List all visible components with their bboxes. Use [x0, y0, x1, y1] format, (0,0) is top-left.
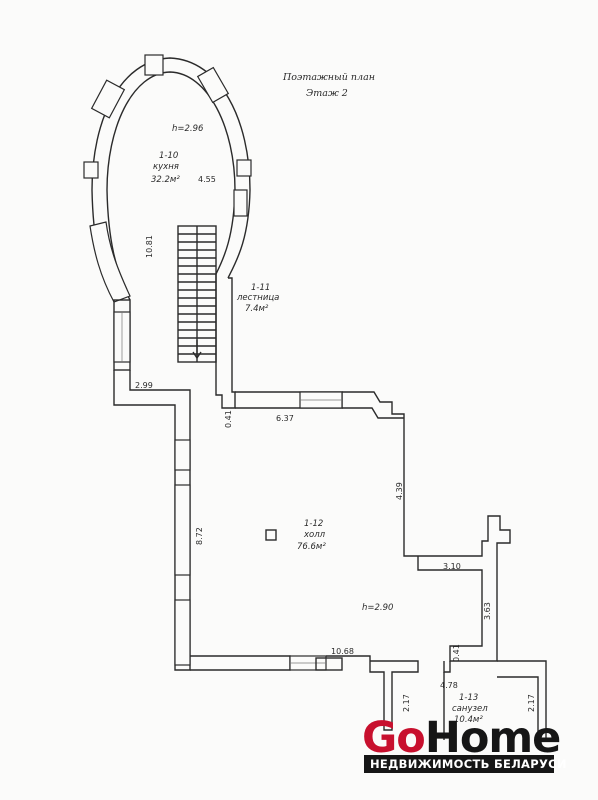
- dim-6-37: 6.37: [276, 414, 294, 423]
- bathroom-name: санузел: [452, 704, 488, 714]
- left-walls: [113, 299, 191, 671]
- hall-code: 1-12: [304, 519, 323, 529]
- window-oval-5: [236, 159, 252, 177]
- stair-arrow: [192, 340, 202, 360]
- kitchen-oval-walls: [83, 54, 252, 303]
- gohome-logo: GoHome НЕДВИЖИМОСТЬ БЕЛАРУСИ: [362, 713, 567, 773]
- dim-10-68: 10.68: [331, 647, 354, 656]
- dim-2-99: 2.99: [135, 381, 153, 390]
- dim-2-17-a: 2.17: [402, 694, 411, 712]
- inner-walls: [215, 274, 511, 662]
- kitchen-code: 1-10: [159, 151, 178, 161]
- logo-go: Go: [362, 713, 425, 763]
- logo-tagline-bar: [364, 755, 554, 773]
- stairs-area: 7.4м²: [245, 304, 269, 314]
- bathroom-area: 10.4м²: [454, 715, 483, 725]
- window-oval-3: [196, 66, 230, 104]
- kitchen-name: кухня: [153, 162, 179, 172]
- bathroom-code: 1-13: [459, 693, 478, 703]
- dim-4-78: 4.78: [440, 681, 458, 690]
- logo-home: Home: [425, 713, 561, 763]
- kitchen-extra-dimension: 4.55: [198, 175, 216, 184]
- stairs-name: лестница: [236, 293, 279, 303]
- logo-tagline: НЕДВИЖИМОСТЬ БЕЛАРУСИ: [370, 757, 567, 771]
- plan-floor: Этаж 2: [306, 88, 348, 99]
- stairs-code: 1-11: [251, 283, 270, 293]
- dim-10-81: 10.81: [145, 235, 154, 258]
- dim-2-17-b: 2.17: [527, 694, 536, 712]
- window-oval-4: [83, 161, 99, 179]
- bottom-walls: [190, 655, 547, 741]
- hall-area: 76.6м²: [297, 542, 326, 552]
- stair-steps: [178, 233, 216, 355]
- dim-3-10: 3.10: [443, 562, 461, 571]
- window-oval-2: [144, 54, 164, 76]
- window-oval-6: [233, 189, 248, 217]
- hall-height: h=2.90: [362, 603, 393, 613]
- hall-name: холл: [303, 530, 326, 540]
- window-oval-1: [90, 79, 126, 119]
- window-oval-7: [89, 221, 131, 303]
- plan-title: Поэтажный план: [282, 72, 375, 83]
- kitchen-area: 32.2м²: [151, 175, 180, 185]
- dim-0-41-a: 0.41: [224, 410, 233, 428]
- logo-go-text: GoHome: [362, 713, 560, 763]
- dim-8-72: 8.72: [195, 527, 204, 545]
- dim-3-63: 3.63: [483, 602, 492, 620]
- dim-0-41-b: 0.41: [452, 644, 461, 662]
- column: [265, 529, 277, 541]
- dim-4-39: 4.39: [395, 482, 404, 500]
- kitchen-height: h=2.96: [172, 124, 204, 134]
